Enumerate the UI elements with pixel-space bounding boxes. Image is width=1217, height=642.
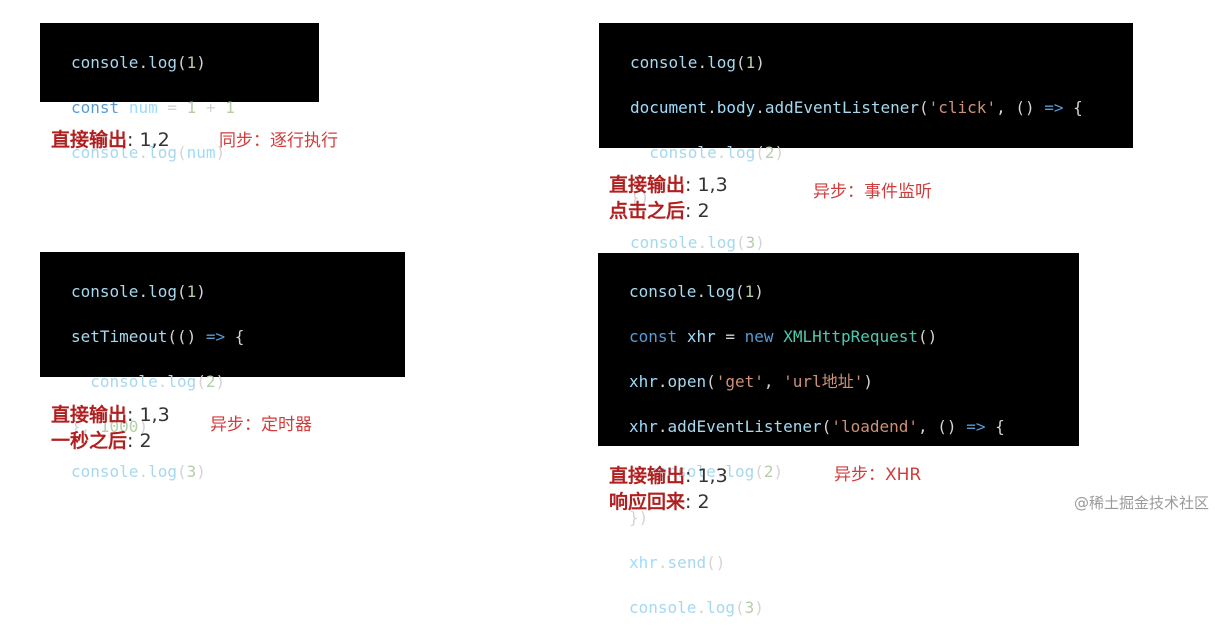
code-line: const num = 1 + 1 — [71, 97, 235, 117]
result-label: 直接输出 — [51, 129, 128, 151]
result-value: : 2 — [685, 200, 710, 222]
code-line: console.log(2) — [648, 462, 784, 482]
note-timer: 异步：定时器 — [210, 415, 312, 435]
code-line: console.log(3) — [71, 462, 206, 482]
code-line: }, 1000) — [71, 417, 149, 437]
note-xhr: 异步：XHR — [834, 465, 922, 485]
code-line: console.log(1) — [71, 52, 206, 72]
code-block-sync: console.log(1) const num = 1 + 1 console… — [40, 23, 319, 162]
code-block-timer: console.log(1) setTimeout(() => { consol… — [40, 252, 405, 481]
code-line: document.body.addEventListener('click', … — [630, 97, 1083, 117]
result-label: 响应回来 — [609, 491, 686, 513]
result-label: 直接输出 — [51, 404, 128, 426]
code-line: console.log(1) — [630, 52, 765, 72]
result-value: : 2 — [685, 491, 710, 513]
code-line: xhr.send() — [629, 552, 726, 572]
code-block-event-listener: console.log(1) document.body.addEventLis… — [599, 23, 1133, 252]
result-label: 直接输出 — [609, 174, 686, 196]
result-timer: 直接输出: 1,3 一秒之后: 2 — [51, 402, 170, 454]
watermark: @稀土掘金技术社区 — [1073, 494, 1209, 512]
result-value: : 1,3 — [127, 404, 170, 426]
code-block-xhr: console.log(1) const xhr = new XMLHttpRe… — [598, 253, 1079, 617]
result-label: 点击之后 — [609, 200, 686, 222]
result-label: 直接输出 — [609, 465, 686, 487]
code-line: xhr.addEventListener('loadend', () => { — [629, 417, 1005, 437]
code-line: console.log(2) — [649, 142, 785, 162]
code-line: console.log(2) — [90, 371, 226, 391]
note-event-listener: 异步：事件监听 — [813, 182, 932, 202]
result-value: : 2 — [127, 430, 152, 452]
result-xhr: 直接输出: 1,3 响应回来: 2 — [609, 463, 728, 515]
code-line: xhr.open('get', 'url地址') — [629, 371, 873, 391]
code-line: console.log(num) — [71, 142, 226, 162]
result-value: : 1,3 — [685, 465, 728, 487]
code-line: console.log(3) — [629, 597, 764, 617]
result-value: : 1,3 — [685, 174, 728, 196]
code-line: setTimeout(() => { — [71, 326, 245, 346]
code-line: console.log(1) — [629, 281, 764, 301]
result-sync: 直接输出: 1,2 — [51, 127, 170, 153]
code-line: const xhr = new XMLHttpRequest() — [629, 326, 938, 346]
result-event-listener: 直接输出: 1,3 点击之后: 2 — [609, 172, 728, 224]
code-line: }) — [630, 188, 650, 208]
code-line: console.log(1) — [71, 281, 206, 301]
note-sync: 同步：逐行执行 — [219, 131, 338, 151]
result-value: : 1,2 — [127, 129, 170, 151]
result-label: 一秒之后 — [51, 430, 128, 452]
code-line: console.log(3) — [630, 233, 765, 253]
